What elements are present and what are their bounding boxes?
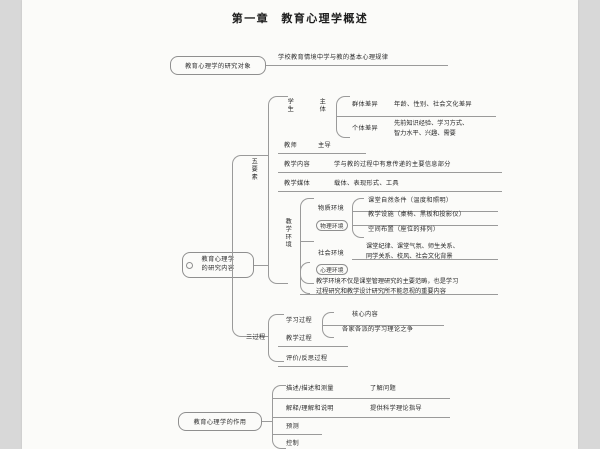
divider-material-item-2 xyxy=(352,225,498,226)
bracket-content-children xyxy=(232,155,268,337)
bracket-environment-note xyxy=(300,262,310,294)
label-group-difference: 群体差异 xyxy=(352,101,378,108)
bracket-material-items xyxy=(352,198,364,238)
detail-individual-difference: 先前知识经验、学习方式、 智力水平、兴趣、需要 xyxy=(394,119,468,138)
bracket-five-elements xyxy=(268,96,288,284)
label-teaching-media: 教学媒体 xyxy=(284,180,310,187)
detail-teaching-media: 载体、表现形式、工具 xyxy=(334,180,399,187)
detail-social-environment-line2: 同学关系、校风、社会文化背景 xyxy=(366,252,453,260)
divider-teaching-process xyxy=(278,346,348,347)
label-five-elements: 五要素 xyxy=(250,158,258,182)
detail-individual-difference-line1: 先前知识经验、学习方式、 xyxy=(394,120,469,127)
material-item-1: 教学设施（桌椅、黑板和投影仪） xyxy=(368,211,466,218)
tag-physical-environment[interactable]: 物理环境 xyxy=(316,220,348,231)
function-item-1-label: 解释/理解和说明 xyxy=(286,405,334,412)
leaf-research-object-detail: 学校教育情境中学与教的基本心理规律 xyxy=(278,54,389,61)
label-three-processes: 三过程 xyxy=(246,334,266,341)
label-learning-process: 学习过程 xyxy=(286,317,312,324)
divider-evaluation-process xyxy=(278,366,348,367)
tag-psychological-environment[interactable]: 心理环境 xyxy=(316,264,348,275)
label-individual-difference: 个体差异 xyxy=(352,125,378,132)
note-teaching-environment: 教学环境不仅是课堂管理研究的主要范畴，也是学习 过程研究和教学设计研究所不能忽视… xyxy=(316,277,458,296)
label-teaching-process: 教学过程 xyxy=(286,335,312,342)
note-teaching-environment-line1: 教学环境不仅是课堂管理研究的主要范畴，也是学习 xyxy=(316,278,459,285)
node-research-content-line1: 教育心理学 xyxy=(201,256,235,264)
divider-learning-process xyxy=(322,325,444,326)
learning-process-item-1: 核心内容 xyxy=(352,311,378,318)
divider-teacher xyxy=(278,153,366,154)
page-title: 第一章 教育心理学概述 xyxy=(231,12,369,25)
divider-environment-mid xyxy=(300,241,314,242)
label-social-environment: 社会环境 xyxy=(318,250,344,257)
detail-teaching-content: 学与教的过程中有意传递的主要信息部分 xyxy=(334,161,451,168)
label-student: 学生 xyxy=(286,98,294,114)
detail-social-environment: 课堂纪律、课堂气氛、师生关系、 同学关系、校风、社会文化背景 xyxy=(366,242,459,261)
label-teacher: 教师 xyxy=(284,142,297,149)
divider-environment-note xyxy=(300,294,498,295)
connector-branch1 xyxy=(266,65,448,66)
material-item-0: 课堂自然条件（温度和照明） xyxy=(368,197,453,204)
function-item-3-label: 控制 xyxy=(286,440,299,447)
material-item-2: 空间布置（座位的排列） xyxy=(368,226,440,233)
label-teaching-environment: 教学环境 xyxy=(284,218,292,249)
divider-material-item-1 xyxy=(352,211,498,212)
label-evaluation-process: 评价/反思过程 xyxy=(286,355,328,362)
divider-function-item-0 xyxy=(272,398,450,399)
node-research-object[interactable]: 教育心理学的研究对象 xyxy=(170,56,266,75)
function-item-0-label: 描述/描述和测量 xyxy=(286,385,334,392)
document-page: 第一章 教育心理学概述 教育心理学的研究对象 学校教育情境中学与教的基本心理规律… xyxy=(22,0,578,449)
divider-teaching-content xyxy=(278,172,502,173)
label-teaching-content: 教学内容 xyxy=(284,161,310,168)
function-item-1-detail: 提供科学理论指导 xyxy=(370,405,422,412)
node-research-content-line2: 的研究内容 xyxy=(201,265,235,272)
connector-branch3-stem xyxy=(262,421,272,422)
learning-process-item-2: 各家各派的学习理论之争 xyxy=(342,326,414,333)
node-research-content[interactable]: 教育心理学 的研究内容 xyxy=(182,252,254,278)
note-teaching-environment-line2: 过程研究和教学设计研究所不能忽视的重要内容 xyxy=(316,287,446,295)
label-material-environment: 物质环境 xyxy=(318,205,344,212)
detail-group-difference: 年龄、性别、社会文化差异 xyxy=(394,101,472,108)
detail-individual-difference-line2: 智力水平、兴趣、需要 xyxy=(394,129,456,137)
bracket-three-processes xyxy=(268,314,284,362)
function-item-0-detail: 了解问题 xyxy=(370,385,396,392)
connector-content-stem xyxy=(254,265,268,266)
divider-student-differences xyxy=(336,116,496,117)
divider-function-item-1 xyxy=(272,417,450,418)
label-teacher-role: 主导 xyxy=(318,142,331,149)
divider-teaching-media xyxy=(278,191,502,192)
function-item-2-label: 预测 xyxy=(286,423,299,430)
detail-social-environment-line1: 课堂纪律、课堂气氛、师生关系、 xyxy=(366,243,459,250)
divider-social-environment xyxy=(352,259,498,260)
label-student-role: 主体 xyxy=(318,98,326,114)
bracket-student-differences xyxy=(336,96,350,138)
node-bullet-icon xyxy=(186,262,193,269)
divider-function-item-2 xyxy=(272,434,322,435)
node-psychology-function[interactable]: 教育心理学的作用 xyxy=(178,412,262,431)
